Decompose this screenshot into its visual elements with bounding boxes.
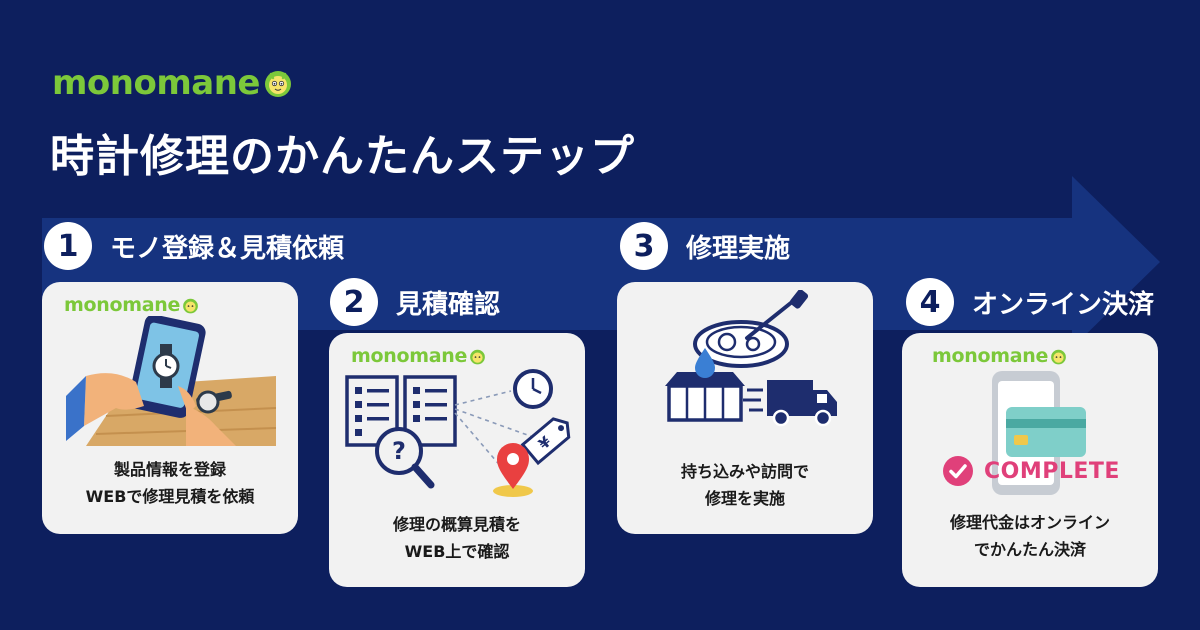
step-4-title: オンライン決済 <box>972 289 1155 320</box>
step-3-desc-line1: 持ち込みや訪問で <box>680 462 809 481</box>
step-1-card: monomane 製品情報を登録 WEBで修理見積を依頼 <box>42 282 298 534</box>
step-3-card: 持ち込みや訪問で 修理を実施 <box>617 282 873 534</box>
step-4-card: monomane COMPLETE 修理代金はオンライン でかんたん決済 <box>902 333 1158 587</box>
complete-label: COMPLETE <box>984 458 1120 484</box>
step-2-brand: monomane <box>351 345 486 367</box>
mascot-icon <box>183 298 198 313</box>
mascot-icon <box>1051 349 1066 364</box>
step-2-title: 見積確認 <box>396 289 501 320</box>
step-1-desc-line1: 製品情報を登録 <box>113 460 226 479</box>
step-2-brand-name: monomane <box>351 345 468 367</box>
step-3-description: 持ち込みや訪問で 修理を実施 <box>617 458 873 512</box>
brand-name: monomane <box>52 63 261 103</box>
step-3-number: 3 <box>620 222 668 270</box>
step-2-desc-line1: 修理の概算見積を <box>392 515 521 534</box>
estimate-search-icon: ? ¥ <box>345 369 571 497</box>
step-4-description: 修理代金はオンライン でかんたん決済 <box>902 509 1158 563</box>
step-1-brand-name: monomane <box>64 294 181 316</box>
brand-logo: monomane <box>52 66 293 100</box>
step-4-header: 4 オンライン決済 <box>906 278 1154 326</box>
step-2-header: 2 見積確認 <box>330 278 500 326</box>
step-1-brand: monomane <box>64 294 199 316</box>
step-2-number: 2 <box>330 278 378 326</box>
step-1-header: 1 モノ登録＆見積依頼 <box>44 222 344 270</box>
complete-badge: COMPLETE <box>942 455 1120 487</box>
step-1-desc-line2: WEBで修理見積を依頼 <box>85 487 255 506</box>
mascot-icon <box>470 349 485 364</box>
step-4-brand-name: monomane <box>932 345 1049 367</box>
step-1-description: 製品情報を登録 WEBで修理見積を依頼 <box>42 456 298 510</box>
step-1-number: 1 <box>44 222 92 270</box>
step-4-desc-line2: でかんたん決済 <box>973 540 1086 559</box>
check-circle-icon <box>943 456 973 486</box>
step-3-title: 修理実施 <box>686 233 791 264</box>
step-4-desc-line1: 修理代金はオンライン <box>949 513 1110 532</box>
svg-text:?: ? <box>392 437 406 465</box>
mascot-icon <box>265 71 291 97</box>
page-title: 時計修理のかんたんステップ <box>50 131 635 182</box>
watch-repair-shop-truck-icon <box>665 290 837 427</box>
phone-credit-card-icon <box>992 371 1086 495</box>
phone-watch-photo-icon <box>66 316 276 446</box>
step-4-brand: monomane <box>932 345 1067 367</box>
step-3-header: 3 修理実施 <box>620 222 790 270</box>
step-4-number: 4 <box>906 278 954 326</box>
step-3-desc-line2: 修理を実施 <box>704 489 785 508</box>
step-2-card: monomane ? <box>329 333 585 587</box>
step-2-description: 修理の概算見積を WEB上で確認 <box>329 511 585 565</box>
step-1-title: モノ登録＆見積依頼 <box>110 233 345 264</box>
step-2-desc-line2: WEB上で確認 <box>404 542 510 561</box>
